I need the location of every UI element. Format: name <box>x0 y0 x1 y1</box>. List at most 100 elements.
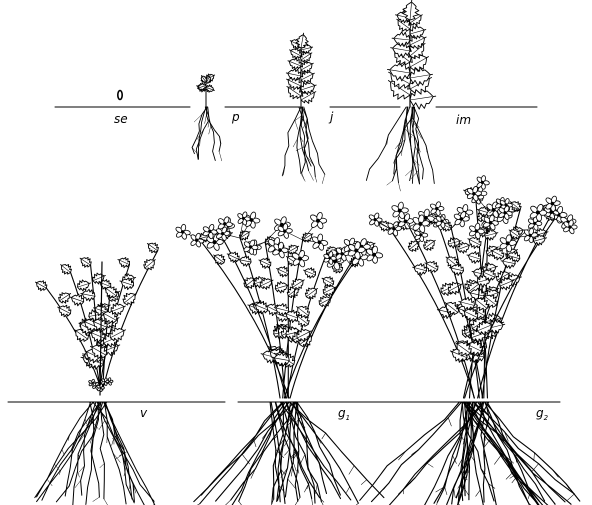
flower-center <box>195 239 198 242</box>
flower-center <box>475 229 479 233</box>
rootlet <box>568 494 575 500</box>
flower-center <box>278 248 282 252</box>
root <box>480 402 530 505</box>
plants <box>33 0 580 505</box>
label-se: se <box>114 112 128 126</box>
flower-center <box>208 230 211 233</box>
rootlet <box>219 151 222 161</box>
rootlet <box>322 174 325 183</box>
rootlet <box>427 463 433 467</box>
stem <box>46 288 101 390</box>
flower <box>429 201 443 216</box>
flower-center <box>419 233 422 236</box>
flower-center <box>568 225 571 228</box>
root <box>65 402 90 496</box>
flower-center <box>249 245 252 248</box>
flower-center <box>181 230 185 234</box>
root <box>100 402 104 499</box>
root <box>192 107 207 154</box>
roots-p <box>192 107 222 161</box>
flower-center <box>104 381 106 383</box>
root <box>105 402 155 505</box>
leaf <box>33 278 49 293</box>
root <box>282 107 301 176</box>
flower-center <box>100 387 102 389</box>
flower <box>175 224 191 240</box>
rootlet <box>448 418 451 426</box>
flower-center <box>283 229 287 233</box>
flower <box>272 242 288 259</box>
rootlet <box>349 466 354 474</box>
flower-center <box>392 227 395 230</box>
root <box>35 402 94 498</box>
plant-v <box>33 239 161 505</box>
rootlet <box>300 454 305 463</box>
flower-center <box>551 202 555 206</box>
flower-center <box>242 217 245 220</box>
flower <box>311 234 328 251</box>
plant-p <box>192 72 222 161</box>
root <box>372 402 462 502</box>
flower <box>309 212 326 230</box>
root <box>487 402 539 501</box>
rootlet <box>494 455 501 464</box>
flower-center <box>435 207 438 210</box>
plant-g2 <box>360 175 580 505</box>
roots-j <box>282 107 325 184</box>
flower-center <box>372 253 376 257</box>
leaf <box>391 31 410 47</box>
flower-center <box>481 181 484 184</box>
rootlet <box>93 497 100 501</box>
flower-center <box>223 222 227 226</box>
rootlet <box>295 120 298 129</box>
rootlet <box>75 481 81 488</box>
rootlet <box>223 500 230 505</box>
leaf <box>237 254 252 267</box>
rootlet <box>315 177 316 182</box>
flower-center <box>340 252 343 255</box>
rootlet <box>205 115 207 124</box>
flower-center <box>298 257 302 261</box>
root <box>56 402 102 502</box>
flower-center <box>354 248 358 252</box>
rootlet <box>312 499 313 505</box>
label-j: j <box>328 110 334 124</box>
seed <box>118 91 122 100</box>
label-g1-sub: 1 <box>346 414 350 422</box>
roots-g1 <box>192 402 384 505</box>
flower-center <box>533 222 536 225</box>
rootlet <box>301 174 305 182</box>
flower-center <box>506 241 510 245</box>
flower-center <box>472 192 476 196</box>
label-v: v <box>140 406 148 420</box>
plant-im <box>366 0 437 191</box>
root <box>289 402 383 498</box>
rootlet <box>62 449 64 455</box>
rootlet <box>405 128 412 137</box>
rootlet <box>445 487 447 494</box>
rootlet <box>209 126 211 134</box>
flower-center <box>316 219 320 223</box>
leaf <box>141 255 158 272</box>
leaf <box>144 239 160 254</box>
plant-j <box>282 32 325 183</box>
rootlet <box>285 450 290 455</box>
label-g2-sub: 2 <box>544 414 549 422</box>
plant-g1 <box>175 211 384 505</box>
label-im: im <box>456 113 471 127</box>
leaf <box>302 265 318 279</box>
rootlet <box>104 499 109 505</box>
rootlet <box>361 480 367 485</box>
rootlet <box>288 479 296 489</box>
label-p: p <box>231 110 240 124</box>
flower-center <box>418 222 422 226</box>
leaf <box>257 255 273 270</box>
rootlet <box>239 501 245 505</box>
leaf <box>225 249 241 264</box>
roots-im <box>366 107 434 191</box>
flower-center <box>398 209 402 213</box>
flower-center <box>373 218 376 221</box>
rootlet <box>346 487 349 493</box>
rootlet <box>100 463 105 467</box>
